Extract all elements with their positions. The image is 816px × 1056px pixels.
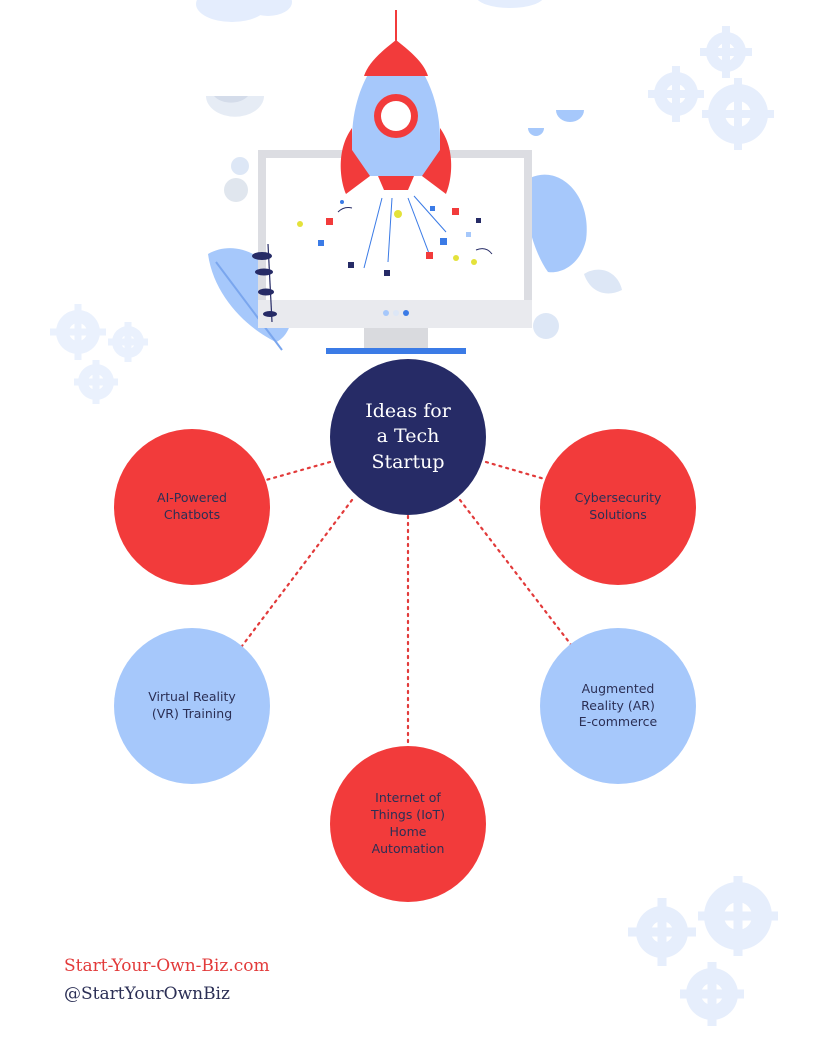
footer-social-handle[interactable]: @StartYourOwnBiz [64,984,230,1004]
rocket-icon [340,10,452,194]
footer-website-link[interactable]: Start-Your-Own-Biz.com [64,956,270,976]
connector-cyber [484,460,550,482]
cloud-icon [196,0,543,22]
connector-ar [458,498,574,648]
connector-ai [264,460,332,482]
idea-node-ar-ecommerce: Augmented Reality (AR) E-commerce [540,628,696,784]
idea-node-ai-chatbots: AI-Powered Chatbots [114,429,270,585]
gear-icon [50,304,148,404]
gear-icon [648,26,774,150]
pendant-icon [252,243,277,323]
idea-node-iot-home-automation: Internet of Things (IoT) Home Automation [330,746,486,902]
confetti [297,195,493,276]
connectors [240,460,574,748]
cloud-icon [206,96,584,136]
idea-node-vr-training: Virtual Reality (VR) Training [114,628,270,784]
connector-vr [240,498,354,648]
idea-node-cybersecurity: Cybersecurity Solutions [540,429,696,585]
gear-icon [628,876,778,1026]
center-node: Ideas for a Tech Startup [330,359,486,515]
